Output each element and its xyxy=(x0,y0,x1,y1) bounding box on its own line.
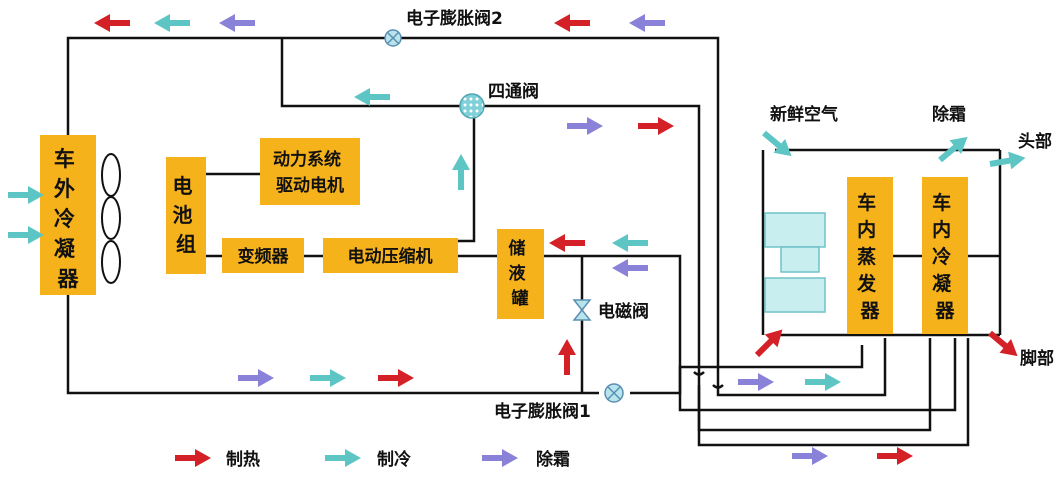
legend-cool-label: 制冷 xyxy=(377,449,411,470)
cabin-condenser-label: 车 内 冷 凝 器 xyxy=(932,191,958,322)
cool-flow-arrow-icon xyxy=(612,234,648,252)
pipe-accumulator-right xyxy=(544,254,682,372)
heat-flow-arrow-icon xyxy=(549,234,585,252)
exv1-valve-icon xyxy=(604,383,624,403)
pipe-evaporator-a xyxy=(716,338,887,397)
fan-blade-icon xyxy=(101,153,121,197)
pipe-left-bottom xyxy=(66,295,599,395)
legend-defrost-label: 除霜 xyxy=(536,449,570,470)
legend: 制热 制冷 除霜 xyxy=(175,449,570,470)
heat-flow-arrow-icon xyxy=(94,14,130,32)
pipes xyxy=(66,36,1002,447)
core-middle xyxy=(780,246,820,273)
solenoid-valve-icon xyxy=(572,299,592,321)
legend-heat-label: 制热 xyxy=(226,449,260,470)
heat-flow-arrow-icon xyxy=(877,447,913,465)
cool-flow-arrow-icon xyxy=(354,88,390,106)
outdoor-condenser-box xyxy=(40,135,96,295)
legend-heat-arrow-icon xyxy=(175,449,211,467)
pipe-crossover-1 xyxy=(693,371,705,376)
pipe-fourway-compressor xyxy=(458,118,476,243)
battery-label: 电 池 组 xyxy=(173,174,200,256)
heat-flow-arrow-icon xyxy=(558,339,576,375)
defrost-flow-arrow-icon xyxy=(612,259,648,277)
defrost-flow-arrow-icon xyxy=(629,14,665,32)
evaporator-box xyxy=(847,177,893,334)
foot-outlet-label: 脚部 xyxy=(1020,348,1054,369)
pipe-crossover-2 xyxy=(712,384,724,389)
cool-flow-arrow-icon xyxy=(310,369,346,387)
inverter-box xyxy=(222,238,304,273)
defrost-flow-arrow-icon xyxy=(738,373,774,391)
pipe-evaporator-b xyxy=(697,338,932,432)
blower-unit xyxy=(764,212,826,313)
core-bottom xyxy=(764,277,826,313)
pipe-inner-fourway xyxy=(280,38,460,108)
four-way-label: 四通阀 xyxy=(488,81,539,102)
airflow-labels: 新鲜空气 除霜 头部 脚部 xyxy=(770,104,1054,369)
heat-flow-arrow-icon xyxy=(554,14,590,32)
cabin-condenser-box xyxy=(922,177,968,334)
fan-icons xyxy=(101,153,121,284)
evaporator-label: 车 内 蒸 发 器 xyxy=(856,191,883,322)
defrost-flow-arrow-icon xyxy=(219,14,255,32)
solenoid-label: 电磁阀 xyxy=(598,301,649,322)
fresh-air-label: 新鲜空气 xyxy=(770,104,838,125)
heat-flow-arrow-icon xyxy=(378,369,414,387)
exv2-label: 电子膨胀阀2 xyxy=(406,8,503,29)
defrost-flow-arrow-icon xyxy=(792,447,828,465)
heat-flow-arrow-icon xyxy=(750,323,789,362)
accumulator-box xyxy=(497,229,544,319)
motor-label: 动力系统 驱动电机 xyxy=(273,149,347,196)
defrost-outlet-label: 除霜 xyxy=(932,104,966,125)
legend-cool-arrow-icon xyxy=(325,449,361,467)
cool-flow-arrow-icon xyxy=(805,373,841,391)
cool-flow-arrow-icon xyxy=(8,186,44,204)
cool-flow-arrow-icon xyxy=(154,14,190,32)
inverter-label: 变频器 xyxy=(238,246,290,267)
defrost-flow-arrow-icon xyxy=(567,117,603,135)
compressor-label: 电动压缩机 xyxy=(348,246,433,267)
pipe-evaporator-c xyxy=(678,338,957,412)
head-outlet-label: 头部 xyxy=(1018,131,1052,152)
heat-flow-arrow-icon xyxy=(638,117,674,135)
motor-box xyxy=(260,138,360,205)
cool-flow-arrow-icon xyxy=(988,148,1028,173)
cool-flow-arrow-icon xyxy=(934,129,974,167)
valves: 电子膨胀阀2 四通阀 电磁阀 电子膨胀阀1 xyxy=(384,8,649,422)
core-top xyxy=(764,212,826,248)
cool-flow-arrow-icon xyxy=(452,154,470,190)
heat-flow-arrow-icon xyxy=(984,326,1024,364)
cool-flow-arrow-icon xyxy=(8,226,44,244)
fan-blade-icon xyxy=(101,240,121,284)
exv2-valve-icon xyxy=(384,29,402,47)
legend-defrost-arrow-icon xyxy=(482,449,518,467)
outdoor-condenser-label: 车 外 冷 凝 器 xyxy=(54,147,82,291)
defrost-flow-arrow-icon xyxy=(238,369,274,387)
components: 车 外 冷 凝 器 电 池 组 动力系统 驱动电机 变频器 电动压缩机 储 液 … xyxy=(40,135,968,334)
compressor-box xyxy=(323,238,458,273)
pipe-fourway-right xyxy=(484,104,970,447)
exv1-label: 电子膨胀阀1 xyxy=(494,401,591,422)
four-way-valve-icon xyxy=(459,93,485,119)
fan-blade-icon xyxy=(101,196,121,240)
accumulator-label: 储 液 罐 xyxy=(509,238,532,309)
battery-box xyxy=(166,157,206,274)
